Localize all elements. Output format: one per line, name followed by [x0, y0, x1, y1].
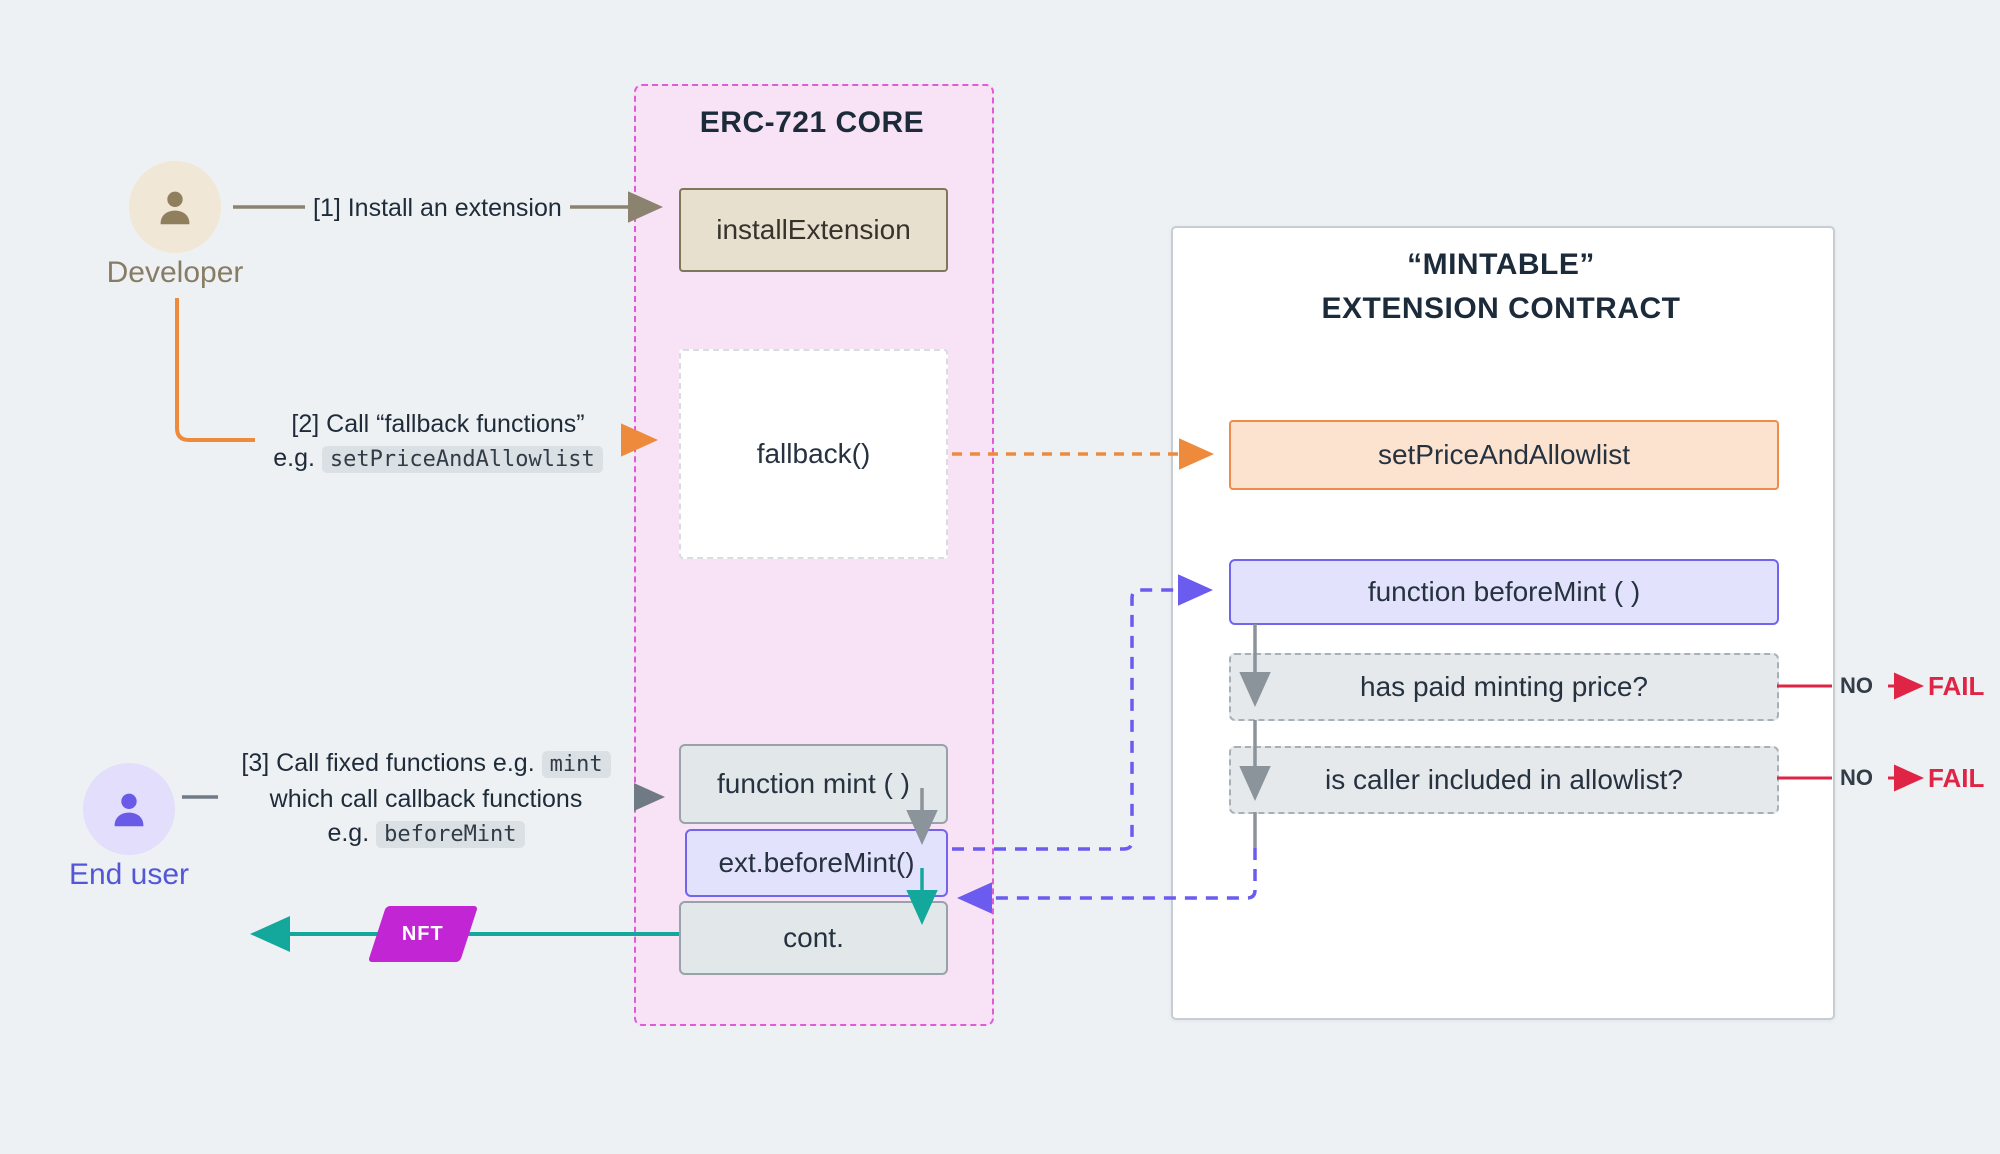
check-minting-price-box: has paid minting price?: [1229, 653, 1779, 721]
step3-line2: which call callback functions: [269, 785, 583, 813]
fail-label-2: FAIL: [1928, 763, 1985, 793]
step2-code-chip: setPriceAndAllowlist: [321, 446, 603, 473]
end-user-avatar: [83, 763, 175, 855]
end-user-label: End user: [68, 858, 190, 891]
step3-note: [3] Call fixed functions e.g. mint which…: [218, 744, 634, 854]
erc721-core-title: ERC-721 CORE: [699, 106, 925, 139]
step2-note: [2] Call “fallback functions” e.g. setPr…: [255, 405, 621, 479]
check-allowlist-box: is caller included in allowlist?: [1229, 746, 1779, 814]
extension-title-line1: “MINTABLE”: [1407, 248, 1595, 281]
no-label-1: NO: [1840, 673, 1873, 698]
function-before-mint-box: function beforeMint ( ): [1229, 559, 1779, 625]
step2-line1: [2] Call “fallback functions”: [291, 410, 585, 438]
step3-line3-prefix: e.g.: [327, 819, 370, 847]
step3-code-beforemint-chip: beforeMint: [376, 821, 525, 848]
step3-line1: [3] Call fixed functions e.g. mint: [226, 746, 626, 782]
developer-avatar: [129, 161, 221, 253]
fail-label-1: FAIL: [1928, 671, 1985, 701]
nft-badge: NFT: [367, 906, 479, 962]
person-icon: [160, 191, 190, 225]
ext-before-mint-box: ext.beforeMint(): [685, 829, 948, 897]
fallback-box: fallback(): [679, 349, 948, 559]
step2-line2: e.g. setPriceAndAllowlist: [263, 441, 613, 477]
step1-note: [1] Install an extension: [305, 189, 570, 227]
function-mint-box: function mint ( ): [679, 744, 948, 824]
step3-code-mint-chip: mint: [541, 751, 611, 778]
step3-line3: e.g. beforeMint: [226, 816, 626, 852]
no-label-2: NO: [1840, 765, 1873, 790]
install-extension-box: installExtension: [679, 188, 948, 272]
set-price-allowlist-box: setPriceAndAllowlist: [1229, 420, 1779, 490]
mintable-extension-title: “MINTABLE” EXTENSION CONTRACT: [1171, 243, 1831, 331]
nft-badge-label: NFT: [402, 922, 444, 945]
developer-label: Developer: [106, 256, 244, 289]
step3-line1-prefix: [3] Call fixed functions e.g.: [241, 749, 535, 777]
extension-title-line2: EXTENSION CONTRACT: [1321, 292, 1681, 325]
step2-prefix: e.g.: [273, 444, 315, 472]
person-icon: [114, 793, 144, 827]
cont-box: cont.: [679, 901, 948, 975]
